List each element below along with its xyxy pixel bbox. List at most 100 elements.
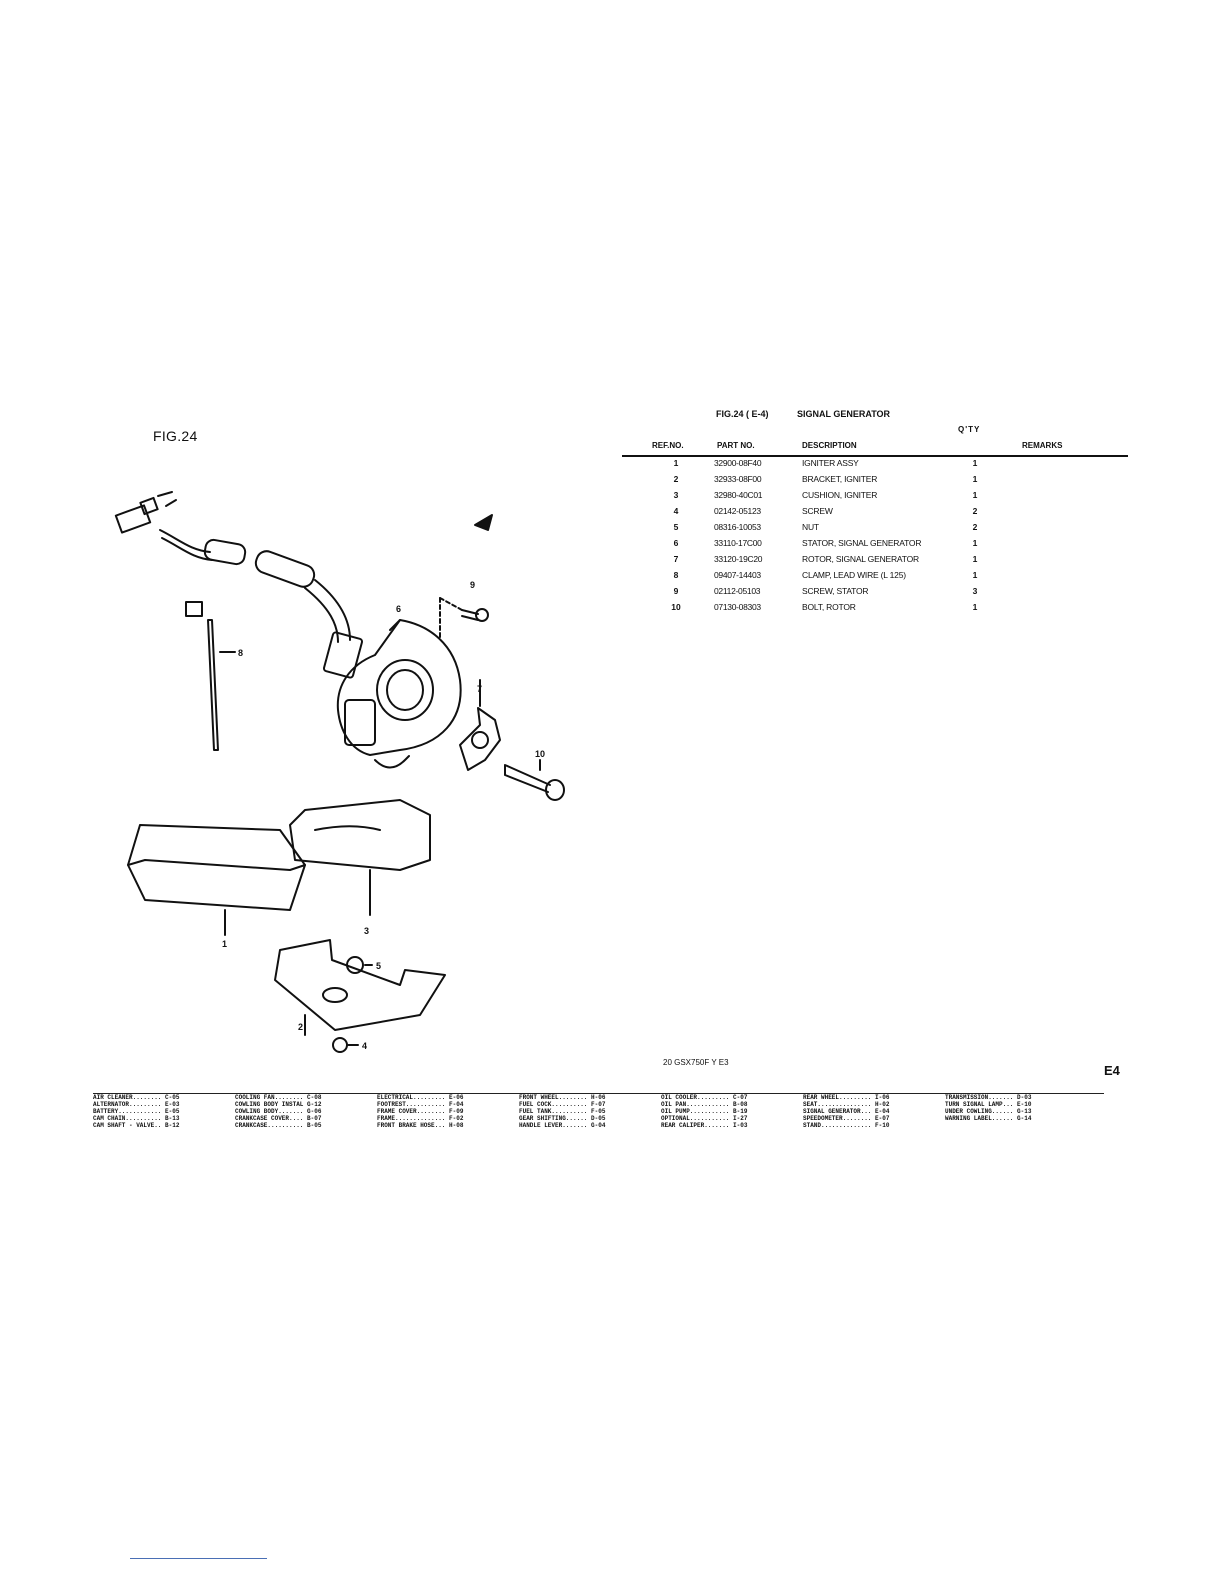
index-entry: ELECTRICAL......... E-06 [377,1094,464,1101]
ref-number: 3 [673,490,679,500]
callout-6: 6 [396,604,401,614]
ref-number: 1 [673,458,679,468]
ref-number: 9 [673,586,679,596]
index-entry: AIR CLEANER........ C-05 [93,1094,180,1101]
index-entry: FRONT WHEEL........ H-06 [519,1094,606,1101]
part-number: 32933-08F00 [714,474,762,484]
index-entry: SEAT............... H-02 [803,1101,890,1108]
bottom-rule [130,1558,267,1559]
quantity: 1 [972,490,978,500]
index-entry: ALTERNATOR......... E-03 [93,1101,180,1108]
index-entry: OIL PAN............ B-08 [661,1101,748,1108]
index-entry: CAM SHAFT - VALVE.. B-12 [93,1122,180,1129]
ref-number: 4 [673,506,679,516]
index-entry: COOLING FAN........ C-08 [235,1094,322,1101]
index-entry: FRAME COVER........ F-09 [377,1108,464,1115]
quantity: 1 [972,458,978,468]
section-code: E4 [1104,1063,1120,1078]
parts-diagram: 1 2 3 4 5 6 7 8 9 10 [114,491,565,1053]
bracket-icon [274,939,446,1036]
part-number: 08316-10053 [714,522,761,532]
description: IGNITER ASSY [802,458,859,468]
index-entry: COWLING BODY INSTAL G-12 [235,1101,322,1108]
part-number: 02112-05103 [714,586,761,596]
callout-1: 1 [222,939,227,949]
screw-4-icon [332,1037,359,1053]
description: SCREW, STATOR [802,586,869,596]
callout-5: 5 [376,961,381,971]
nut-icon [346,956,373,974]
index-entry: STAND.............. F-10 [803,1122,890,1129]
ref-number: 8 [673,570,679,580]
page-label: 20 GSX750F Y E3 [663,1058,729,1067]
index-entry: FRONT BRAKE HOSE... H-08 [377,1122,464,1129]
qty-label: Q'TY [958,425,981,434]
col-ref: REF.NO. [652,441,684,450]
table-row: 1 32900-08F40 IGNITER ASSY 1 [622,456,1128,472]
cushion-icon [289,799,431,916]
index-entry: COWLING BODY....... G-06 [235,1108,322,1115]
section-title: SIGNAL GENERATOR [797,409,891,419]
connector-icon [114,491,177,534]
index-entry: REAR CALIPER....... I-03 [661,1122,748,1129]
fig-reference: FIG.24 ( E-4) [716,409,769,419]
direction-arrow-icon [474,514,493,531]
col-remarks: REMARKS [1022,441,1063,450]
index-entry: CRANKCASE COVER.... B-07 [235,1115,322,1122]
part-number: 32900-08F40 [714,458,762,468]
cable-tie-icon [185,601,236,751]
callout-3: 3 [364,926,369,936]
index-entry: FOOTREST........... F-04 [377,1101,464,1108]
table-column-headers: REF.NO. PART NO. DESCRIPTION REMARKS [622,439,1128,457]
ref-number: 10 [671,602,681,612]
col-part: PART NO. [717,441,755,450]
index-entry: WARNING LABEL...... G-14 [945,1115,1032,1122]
index-entry: FUEL COCK.......... F-07 [519,1101,606,1108]
screw-9-icon [439,597,489,641]
index-entry: CRANKCASE.......... B-05 [235,1122,322,1129]
table-title: FIG.24 ( E-4) SIGNAL GENERATOR [716,409,916,419]
description: BOLT, ROTOR [802,602,856,612]
description: STATOR, SIGNAL GENERATOR [802,538,922,548]
ref-number: 7 [673,554,679,564]
rotor-icon [459,679,501,771]
index-entry: TRANSMISSION....... D-03 [945,1094,1032,1101]
part-number: 33110-17C00 [714,538,762,548]
callout-10: 10 [535,749,545,759]
callout-7: 7 [477,684,482,694]
igniter-icon [127,824,306,936]
ref-number: 6 [673,538,679,548]
quantity: 1 [972,554,978,564]
bolt-icon [504,759,565,801]
index-entry: SPEEDOMETER........ E-07 [803,1115,890,1122]
quantity: 1 [972,474,978,484]
description: BRACKET, IGNITER [802,474,878,484]
index-entry: CAM CHAIN.......... B-13 [93,1115,180,1122]
index-entry: FRAME.............. F-02 [377,1115,464,1122]
part-number: 07130-08303 [714,602,761,612]
index-entry: SIGNAL GENERATOR... E-04 [803,1108,890,1115]
description: CLAMP, LEAD WIRE (L 125) [802,570,906,580]
index-entry: OIL PUMP........... B-19 [661,1108,748,1115]
index-entry: TURN SIGNAL LAMP... E-10 [945,1101,1032,1108]
quantity: 1 [972,538,978,548]
index-entry: OPTIONAL........... I-27 [661,1115,748,1122]
wire-harness-icon [159,529,351,643]
part-number: 32980-40C01 [714,490,763,500]
part-number: 33120-19C20 [714,554,763,564]
index-entry: REAR WHEEL......... I-06 [803,1094,890,1101]
